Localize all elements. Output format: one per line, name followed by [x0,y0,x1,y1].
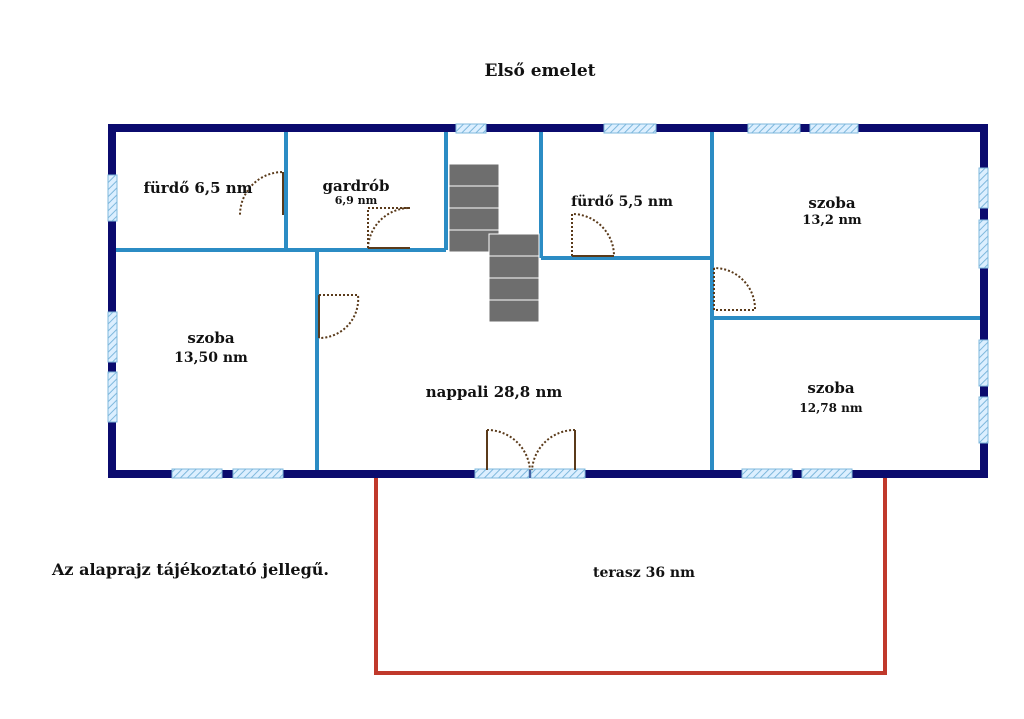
window [978,167,989,209]
room-label-terasz: terasz 36 nm [593,565,695,581]
window [978,219,989,269]
door [486,428,531,471]
door [531,428,576,471]
room-area-gardrob: 6,9 nm [335,194,378,207]
window [107,371,118,423]
door [713,267,757,311]
window [455,123,487,134]
terrace-outline [374,476,887,675]
window [978,339,989,387]
doors [239,170,757,471]
room-label-szoba-se: szoba [807,379,854,397]
room-area-szoba-ne: 13,2 nm [802,213,862,228]
window [747,123,801,134]
plan-title: Első emelet [485,61,596,81]
window [474,468,530,479]
room-label-szoba-ne: szoba [808,194,855,212]
window [530,468,586,479]
windows [107,123,989,479]
room-label-furdo: fürdő 6,5 nm [143,179,252,197]
window [801,468,853,479]
room-area-szoba-w: 13,50 nm [174,350,248,366]
room-label-furdo-2: fürdő 5,5 nm [571,194,673,210]
door [318,294,360,340]
window [232,468,284,479]
room-label-gardrob: gardrób [323,177,390,195]
window [978,396,989,444]
door [367,206,411,249]
window [603,123,657,134]
door [571,212,615,257]
window [107,174,118,222]
room-area-szoba-se: 12,78 nm [799,401,862,415]
window [741,468,793,479]
disclaimer-note: Az alaprajz tájékoztató jellegű. [51,560,329,579]
inner-walls [112,128,984,472]
door [239,170,284,216]
room-label-szoba-w: szoba [187,329,234,347]
window [171,468,223,479]
window [809,123,859,134]
staircase [448,163,540,323]
window [107,311,118,363]
room-label-nappali: nappali 28,8 nm [426,383,563,401]
